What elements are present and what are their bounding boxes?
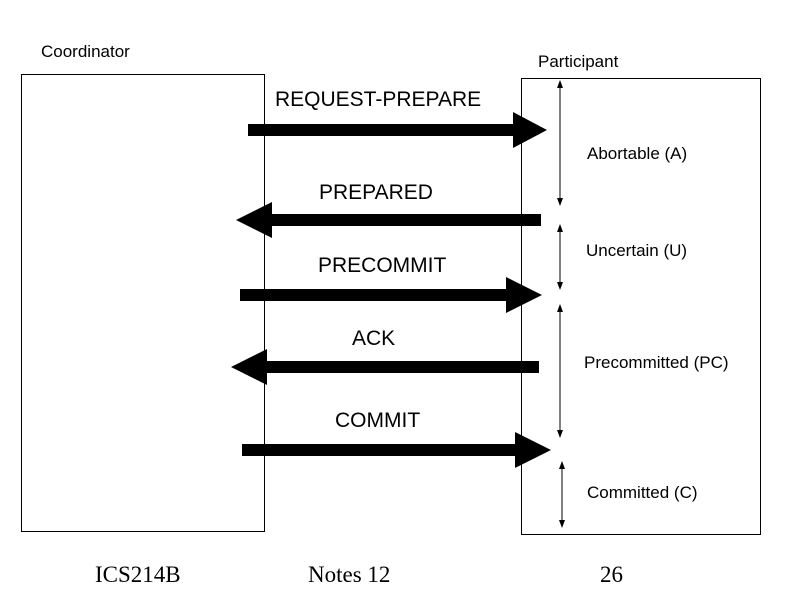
state-span-committed <box>559 461 565 528</box>
state-label-committed: Committed (C) <box>587 483 698 502</box>
message-arrow-precommit <box>240 277 542 313</box>
message-arrow-commit <box>242 432 551 468</box>
state-label-uncertain: Uncertain (U) <box>586 241 688 260</box>
state-span-precommitted <box>557 304 563 438</box>
footer-course: ICS214B <box>95 562 181 587</box>
state-label-abortable: Abortable (A) <box>587 144 688 163</box>
state-span-abortable <box>557 80 563 206</box>
message-label-commit: COMMIT <box>335 409 421 432</box>
message-label-request-prepare: REQUEST-PREPARE <box>275 88 482 111</box>
coordinator-title: Coordinator <box>41 42 130 61</box>
state-label-precommitted: Precommitted (PC) <box>584 353 729 372</box>
coordinator-box <box>21 74 265 532</box>
message-label-ack: ACK <box>352 327 396 350</box>
message-arrow-ack <box>231 349 539 385</box>
message-arrow-prepared <box>236 202 541 238</box>
state-span-uncertain <box>557 224 563 290</box>
footer-notes: Notes 12 <box>308 562 391 587</box>
footer-page-number: 26 <box>600 562 623 587</box>
message-arrow-request-prepare <box>248 112 547 148</box>
participant-box <box>521 78 761 535</box>
participant-title: Participant <box>538 52 619 71</box>
message-label-precommit: PRECOMMIT <box>318 254 447 277</box>
message-label-prepared: PREPARED <box>319 181 433 204</box>
